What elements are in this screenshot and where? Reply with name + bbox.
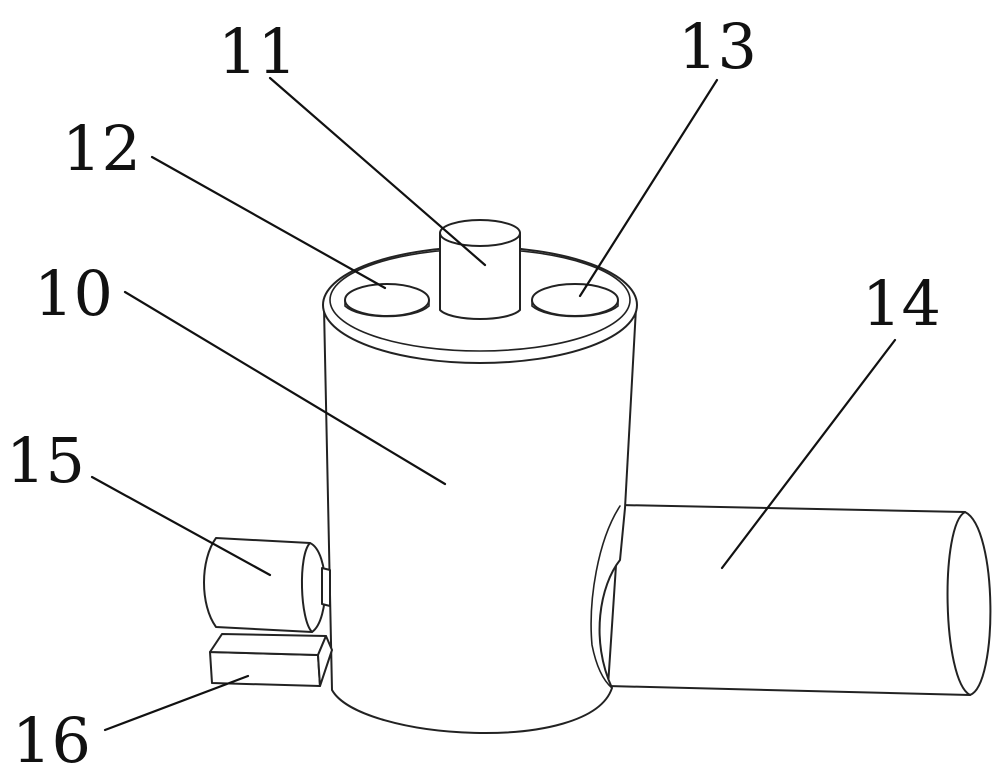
leader-10 xyxy=(123,290,447,486)
leader-12 xyxy=(150,155,387,290)
top-pipe xyxy=(439,219,521,320)
label-12: 12 xyxy=(62,112,141,185)
label-13: 13 xyxy=(678,10,757,83)
label-16: 16 xyxy=(12,704,91,772)
label-10: 10 xyxy=(34,257,113,330)
right-cap xyxy=(531,283,619,318)
leader-11 xyxy=(268,76,487,267)
leader-15 xyxy=(90,475,272,577)
base-block xyxy=(209,633,333,687)
reference-labels: 11 13 12 10 14 15 16 xyxy=(6,10,941,772)
leader-16 xyxy=(103,674,250,732)
left-cap xyxy=(344,283,430,318)
motor xyxy=(203,537,331,633)
leader-13 xyxy=(578,78,719,298)
label-14: 14 xyxy=(862,267,941,340)
side-pipe xyxy=(607,504,992,696)
main-body xyxy=(323,307,637,735)
label-11: 11 xyxy=(218,15,297,88)
leader-14 xyxy=(720,338,897,570)
leader-lines xyxy=(90,76,897,732)
label-15: 15 xyxy=(6,424,85,497)
